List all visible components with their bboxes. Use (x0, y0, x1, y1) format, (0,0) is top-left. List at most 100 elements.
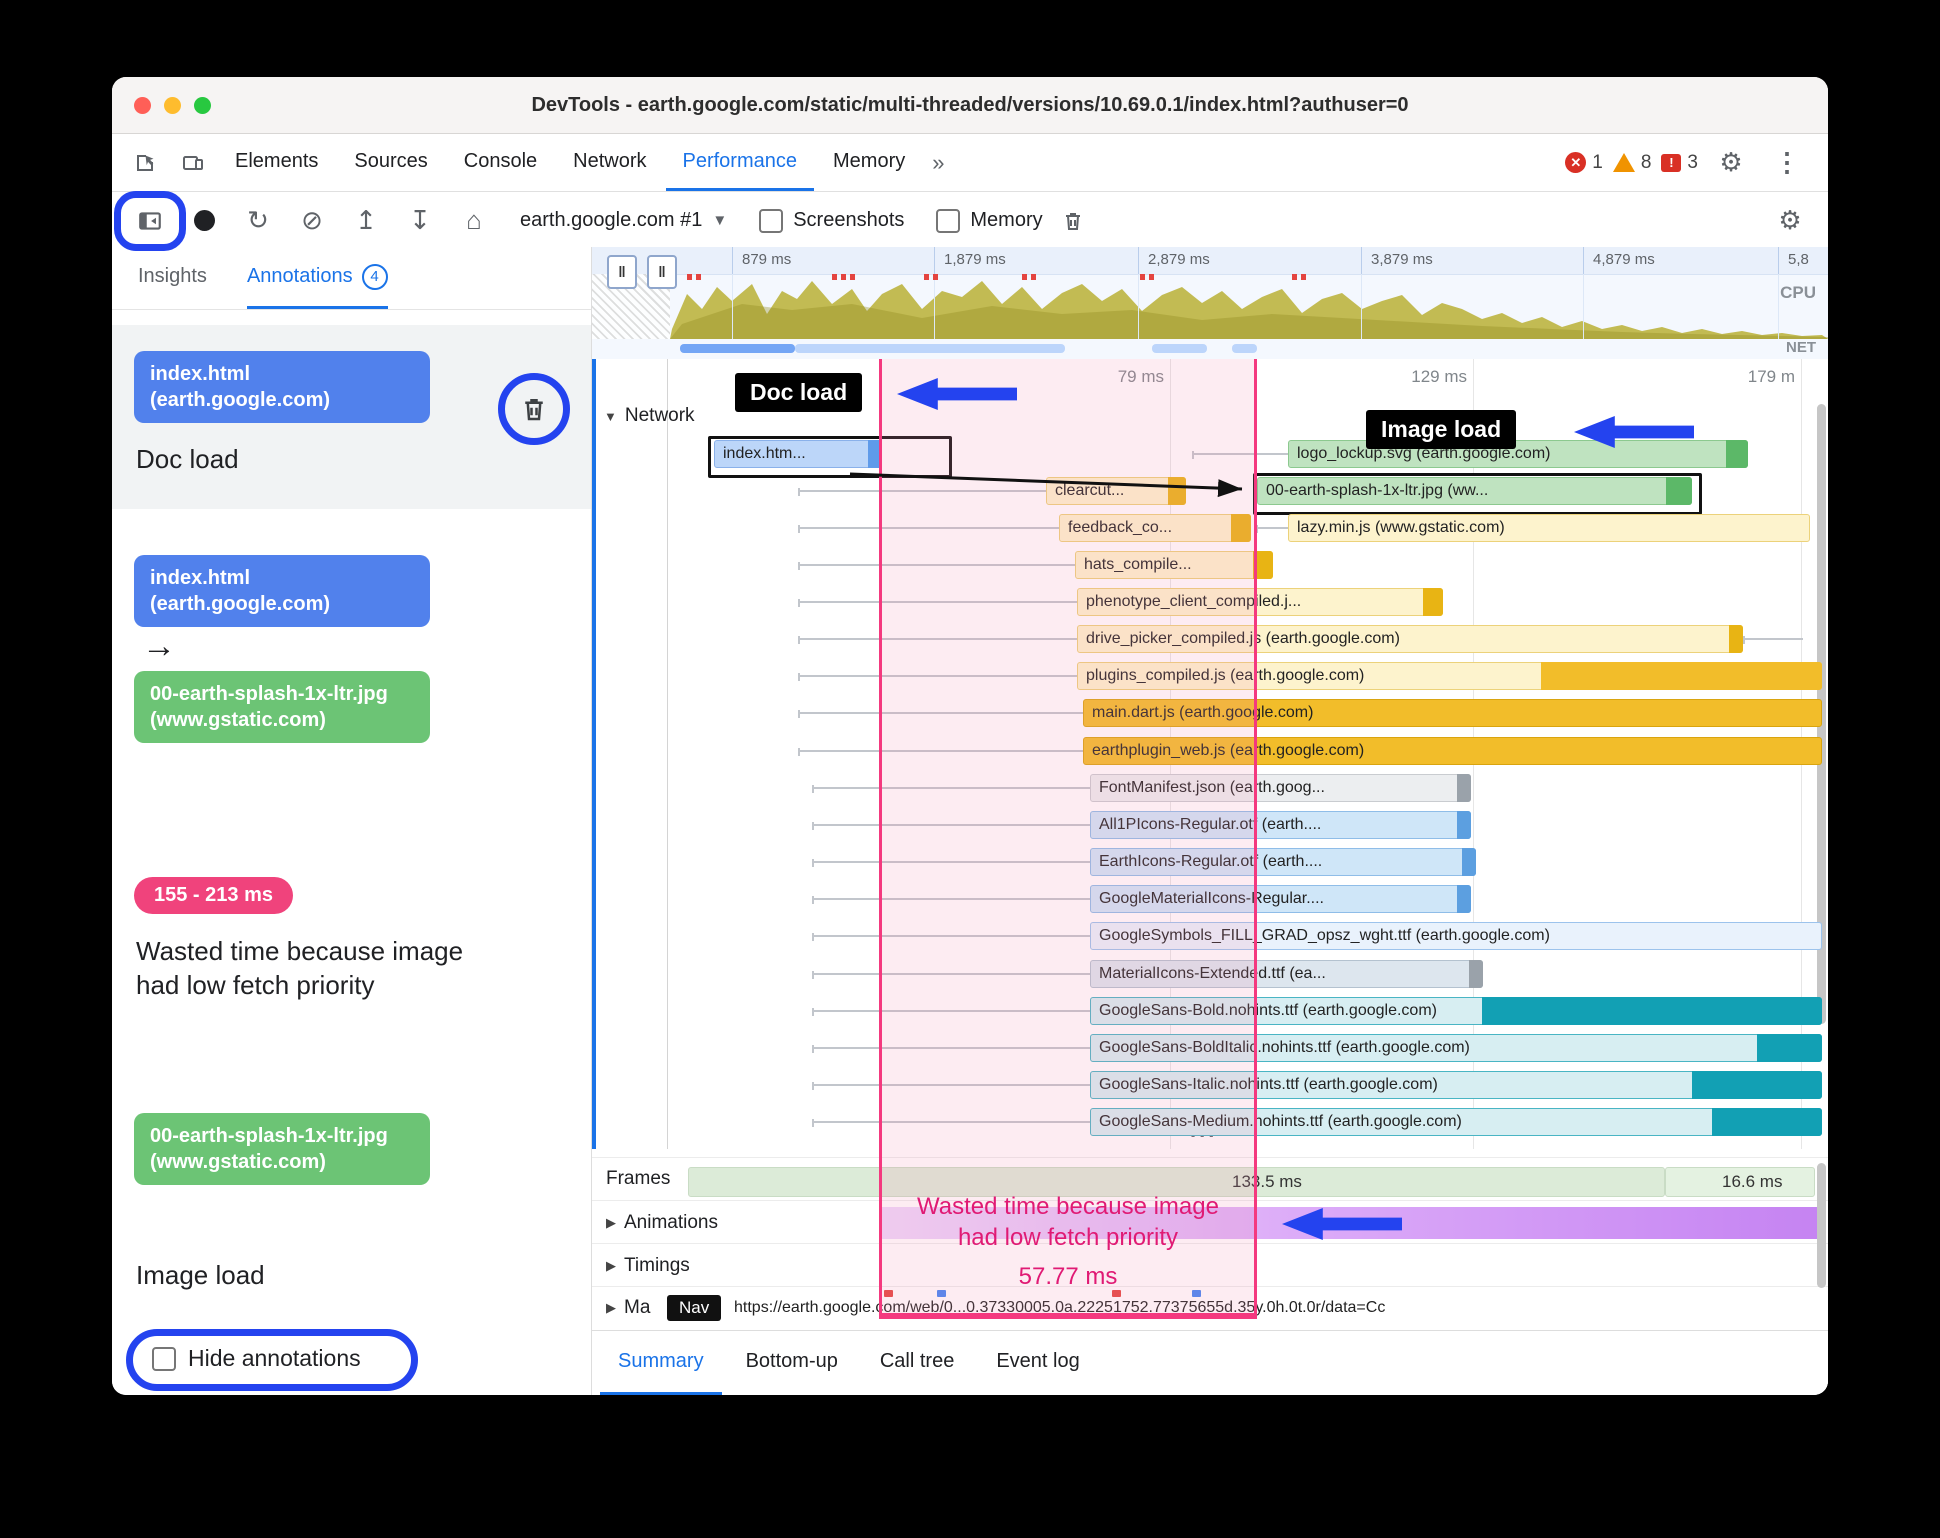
toggle-sidebar-button[interactable] (114, 190, 186, 251)
network-request-bar[interactable]: logo_lockup.svg (earth.google.com) (1288, 440, 1748, 468)
delete-annotation-button[interactable] (498, 373, 570, 445)
network-request-bar[interactable]: clearcut... (1046, 477, 1186, 505)
download-cap (1423, 588, 1443, 616)
network-request-bar[interactable]: main.dart.js (earth.google.com) (1083, 699, 1822, 727)
timings-track-label: Timings (624, 1255, 690, 1276)
bottom-tab-call-tree[interactable]: Call tree (879, 1350, 955, 1372)
collect-garbage-icon[interactable] (1049, 199, 1097, 243)
reload-and-record-button[interactable]: ↻ (247, 205, 269, 235)
error-badge[interactable]: ✕ 1 (1565, 152, 1603, 174)
network-request-bar[interactable]: drive_picker_compiled.js (earth.google.c… (1077, 625, 1743, 653)
network-request-bar[interactable]: All1PIcons-Regular.otf (earth.... (1090, 811, 1471, 839)
tab-memory[interactable]: Memory (833, 149, 906, 172)
history-dropdown[interactable]: earth.google.com #1 ▼ (520, 209, 727, 232)
minimize-window-button[interactable] (164, 97, 181, 114)
frame-duration-bar[interactable] (688, 1167, 1665, 1197)
tracks-scrollbar[interactable] (1817, 1163, 1826, 1288)
network-request-bar[interactable]: GoogleSans-Medium.nohints.ttf (earth.goo… (1090, 1108, 1822, 1136)
screenshots-checkbox[interactable] (759, 208, 784, 233)
animations-track[interactable]: ▶ Animations (592, 1200, 1828, 1244)
bottom-tab-event-log[interactable]: Event log (996, 1350, 1080, 1372)
screenshots-checkbox-row[interactable]: Screenshots (759, 208, 904, 233)
settings-gear-icon[interactable]: ⚙ (1719, 147, 1743, 177)
timings-track[interactable]: ▶ Timings (592, 1243, 1828, 1287)
network-request-bar[interactable]: GoogleSans-Bold.nohints.ttf (earth.googl… (1090, 997, 1822, 1025)
network-request-bar[interactable]: index.htm... (714, 440, 882, 468)
main-thread-track[interactable]: ▶ Ma Nav https://earth.google.com/web/0.… (592, 1286, 1828, 1330)
request-label: drive_picker_compiled.js (earth.google.c… (1086, 630, 1400, 647)
annotation-link-from-chip[interactable]: index.html (earth.google.com) (134, 555, 430, 627)
memory-checkbox-row[interactable]: Memory (936, 208, 1043, 233)
zoom-window-button[interactable] (194, 97, 211, 114)
memory-checkbox[interactable] (936, 208, 961, 233)
inspect-element-icon[interactable] (122, 134, 168, 191)
network-request-bar[interactable]: feedback_co... (1059, 514, 1251, 542)
annotation-link-to-chip[interactable]: 00-earth-splash-1x-ltr.jpg (www.gstatic.… (134, 671, 430, 743)
request-label: feedback_co... (1068, 519, 1173, 536)
tab-network[interactable]: Network (573, 149, 647, 172)
tab-elements[interactable]: Elements (235, 149, 319, 172)
minimap-left-handle[interactable]: ‖ (607, 255, 637, 289)
bottom-tab-summary[interactable]: Summary (600, 1331, 722, 1395)
request-label: hats_compile... (1084, 556, 1192, 573)
issues-badge[interactable]: ! 3 (1661, 152, 1698, 174)
tab-insights[interactable]: Insights (138, 265, 207, 287)
screenshot-marker (832, 274, 837, 280)
network-request-bar[interactable]: earthplugin_web.js (earth.google.com) (1083, 737, 1822, 765)
device-toolbar-icon[interactable] (170, 134, 216, 191)
annotation-entry-chip[interactable]: index.html (earth.google.com) (134, 351, 430, 423)
network-track-header[interactable]: ▼ Network (604, 405, 695, 426)
network-request-bar[interactable]: EarthIcons-Regular.otf (earth.... (1090, 848, 1476, 876)
network-request-bar[interactable]: GoogleMaterialIcons-Regular.... (1090, 885, 1471, 913)
minimap-gridline (1138, 274, 1139, 339)
hide-annotations-checkbox[interactable] (152, 1346, 176, 1371)
devtools-tab-list: Elements Sources Console Network Performance… (218, 134, 922, 191)
frames-track[interactable]: Frames 133.5 ms 16.6 ms (592, 1157, 1828, 1201)
hide-annotations-row[interactable]: Hide annotations (152, 1345, 361, 1372)
annotation-entry-chip[interactable]: 00-earth-splash-1x-ltr.jpg (www.gstatic.… (134, 1113, 430, 1185)
network-request-bar[interactable]: GoogleSans-BoldItalic.nohints.ttf (earth… (1090, 1034, 1822, 1062)
network-request-bar[interactable]: FontManifest.json (earth.goog... (1090, 774, 1471, 802)
network-request-bar[interactable]: 00-earth-splash-1x-ltr.jpg (ww... (1257, 477, 1692, 505)
nav-event-chip[interactable]: Nav (667, 1295, 722, 1321)
request-queue-whisker (812, 1045, 1090, 1053)
download-segment (1712, 1108, 1822, 1136)
minimap-right-handle[interactable]: ‖ (647, 255, 677, 289)
annotation-label[interactable]: Image load (136, 1260, 265, 1290)
minimap-time-label: 3,879 ms (1371, 251, 1433, 268)
tab-sources[interactable]: Sources (354, 149, 428, 172)
disclosure-triangle-icon: ▶ (606, 1300, 616, 1315)
annotation-label[interactable]: Doc load (136, 444, 239, 474)
clear-button[interactable]: ⊘ (301, 205, 323, 235)
warning-badge[interactable]: 8 (1612, 152, 1651, 174)
animations-track-label: Animations (624, 1212, 718, 1233)
record-button[interactable] (180, 199, 228, 243)
annotation-range-label[interactable]: Wasted time because image had low fetch … (136, 936, 464, 1000)
network-request-bar[interactable]: plugins_compiled.js (earth.google.com) (1077, 662, 1822, 690)
kebab-menu-icon[interactable]: ⋮ (1774, 147, 1800, 177)
save-profile-button[interactable]: ↧ (409, 205, 431, 235)
request-label: FontManifest.json (earth.goog... (1099, 779, 1325, 796)
load-profile-button[interactable]: ↥ (355, 205, 377, 235)
live-metrics-home-button[interactable]: ⌂ (466, 205, 482, 235)
tab-console[interactable]: Console (463, 149, 538, 172)
frame-duration-bar[interactable] (1665, 1167, 1815, 1197)
tab-annotations[interactable]: Annotations 4 (246, 247, 388, 309)
bottom-tab-bottom-up[interactable]: Bottom-up (745, 1350, 838, 1372)
capture-settings-gear-icon[interactable]: ⚙ (1778, 205, 1802, 235)
request-queue-whisker (798, 488, 1046, 496)
network-request-bar[interactable]: MaterialIcons-Extended.ttf (ea... (1090, 960, 1483, 988)
network-request-bar[interactable]: lazy.min.js (www.gstatic.com) (1288, 514, 1810, 542)
request-queue-whisker (812, 822, 1090, 830)
network-request-bar[interactable]: GoogleSymbols_FILL_GRAD_opsz_wght.ttf (e… (1090, 922, 1822, 950)
network-request-bar[interactable]: hats_compile... (1075, 551, 1273, 579)
network-request-bar[interactable]: phenotype_client_compiled.j... (1077, 588, 1443, 616)
annotation-range-chip[interactable]: 155 - 213 ms (134, 877, 293, 914)
request-label: EarthIcons-Regular.otf (earth.... (1099, 853, 1323, 870)
close-window-button[interactable] (134, 97, 151, 114)
more-tabs-chevron[interactable]: » (932, 149, 945, 175)
network-request-bar[interactable]: GoogleSans-Italic.nohints.ttf (earth.goo… (1090, 1071, 1822, 1099)
tab-performance[interactable]: Performance (665, 134, 814, 191)
